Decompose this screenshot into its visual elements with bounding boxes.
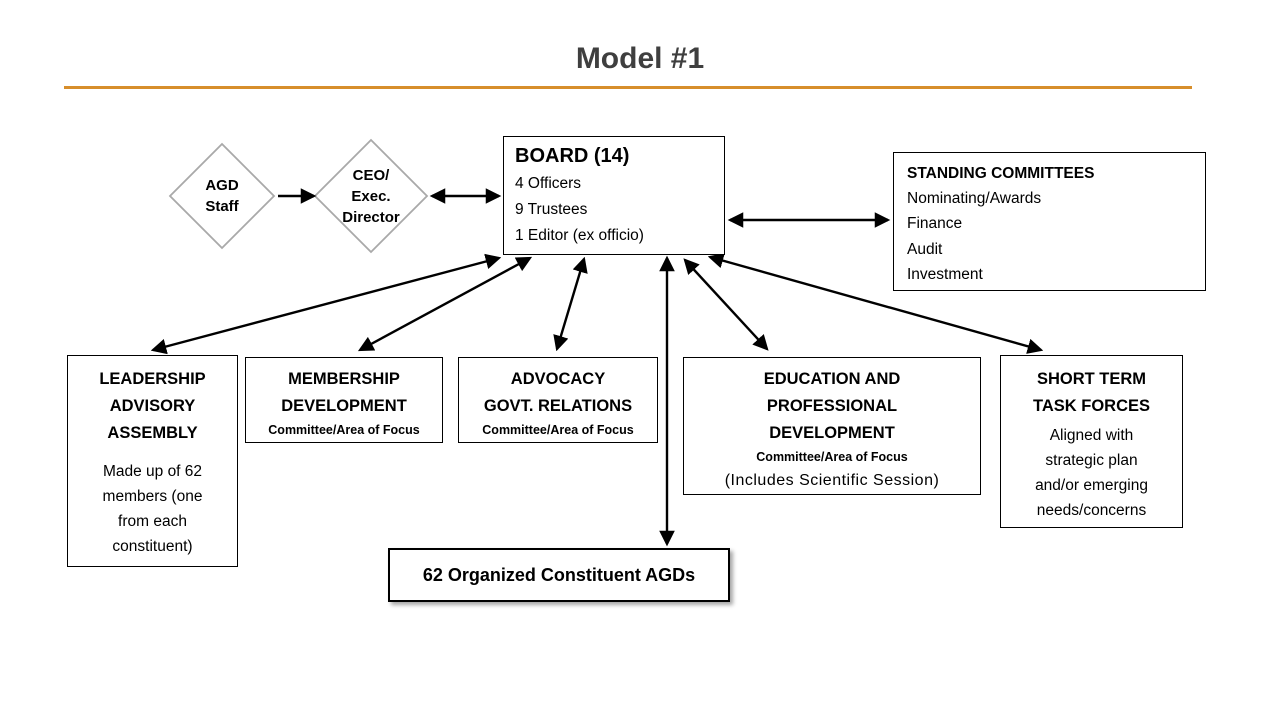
education-subtitle: Committee/Area of Focus bbox=[756, 450, 908, 464]
page-title: Model #1 bbox=[575, 42, 705, 75]
ceo-diamond bbox=[313, 138, 429, 254]
standing-committees-box: STANDING COMMITTEES Nominating/Awards Fi… bbox=[893, 152, 1206, 291]
board-line-editor: 1 Editor (ex officio) bbox=[515, 227, 644, 244]
leadership-assembly-title: LEADERSHIP ADVISORY ASSEMBLY bbox=[99, 370, 206, 442]
arrow-board-education bbox=[683, 258, 769, 351]
short-term-title: SHORT TERM TASK FORCES bbox=[1032, 370, 1151, 415]
leadership-assembly-body: Made up of 62 members (one from each con… bbox=[102, 463, 203, 555]
education-title: EDUCATION AND PROFESSIONAL DEVELOPMENT bbox=[763, 370, 901, 442]
membership-development-subtitle: Committee/Area of Focus bbox=[268, 423, 420, 437]
short-term-body: Aligned with strategic plan and/or emerg… bbox=[1035, 427, 1148, 519]
constituent-agds-label: 62 Organized Constituent AGDs bbox=[422, 564, 696, 585]
leadership-assembly-box: LEADERSHIP ADVISORY ASSEMBLY Made up of … bbox=[67, 355, 238, 567]
advocacy-title: ADVOCACY GOVT. RELATIONS bbox=[483, 370, 633, 415]
advocacy-box: ADVOCACY GOVT. RELATIONS Committee/Area … bbox=[458, 357, 658, 443]
title-divider bbox=[64, 86, 1192, 89]
board-title: BOARD (14) bbox=[515, 145, 630, 167]
arrow-board-advocacy bbox=[553, 256, 588, 352]
arrow-board-membership bbox=[357, 256, 533, 352]
advocacy-subtitle: Committee/Area of Focus bbox=[482, 423, 634, 437]
standing-committees-title: STANDING COMMITTEES bbox=[907, 165, 1095, 182]
short-term-task-forces-box: SHORT TERM TASK FORCES Aligned with stra… bbox=[1000, 355, 1183, 528]
standing-item-nominating: Nominating/Awards bbox=[907, 190, 1042, 207]
standing-item-finance: Finance bbox=[907, 215, 963, 233]
constituent-agds-box: 62 Organized Constituent AGDs bbox=[388, 548, 730, 602]
board-line-trustees: 9 Trustees bbox=[515, 201, 588, 218]
standing-item-investment: Investment bbox=[907, 265, 983, 283]
standing-item-audit: Audit bbox=[907, 240, 943, 258]
board-box: BOARD (14) 4 Officers 9 Trustees 1 Edito… bbox=[503, 136, 725, 255]
membership-development-box: MEMBERSHIP DEVELOPMENT Committee/Area of… bbox=[245, 357, 443, 443]
education-note: (Includes Scientific Session) bbox=[724, 472, 940, 489]
board-line-officers: 4 Officers bbox=[515, 175, 582, 192]
agd-staff-label: AGD Staff bbox=[205, 177, 239, 215]
agd-staff-diamond bbox=[168, 142, 276, 250]
membership-development-title: MEMBERSHIP DEVELOPMENT bbox=[281, 370, 407, 415]
ceo-label: CEO/ Exec. Director bbox=[342, 166, 400, 226]
education-box: EDUCATION AND PROFESSIONAL DEVELOPMENT C… bbox=[683, 357, 981, 495]
arrow-board-shortterm bbox=[707, 253, 1044, 354]
